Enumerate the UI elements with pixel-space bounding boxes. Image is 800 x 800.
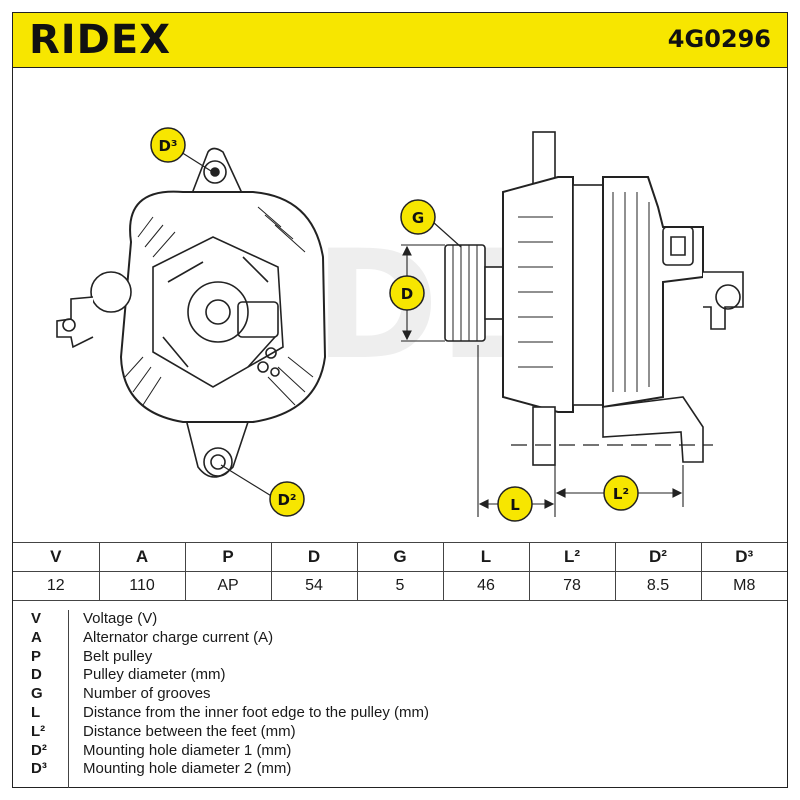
spec-value-l2: 78 bbox=[528, 571, 616, 601]
callout-g-label: G bbox=[412, 209, 424, 227]
spec-value-v: 12 bbox=[13, 571, 100, 601]
legend-text: Distance from the inner foot edge to the… bbox=[83, 703, 429, 721]
header-bar: RIDEX 4G0296 bbox=[13, 13, 787, 68]
callout-l2-badge bbox=[603, 475, 639, 511]
spec-header-p: P bbox=[184, 542, 272, 572]
callout-d2-label: D² bbox=[277, 491, 296, 509]
legend-symbol: L² bbox=[31, 722, 46, 740]
legend-item: P Belt pulley bbox=[13, 648, 787, 667]
datasheet: RIDEX 4G0296 RIDEX bbox=[12, 12, 788, 788]
spec-value-a: 110 bbox=[98, 571, 186, 601]
spec-header-l: L bbox=[442, 542, 530, 572]
spec-header-d3: D³ bbox=[700, 542, 787, 572]
callout-d-badge bbox=[389, 275, 425, 311]
technical-drawing: RIDEX bbox=[13, 67, 787, 542]
callout-g-badge bbox=[400, 199, 436, 235]
legend-text: Pulley diameter (mm) bbox=[83, 666, 226, 684]
callout-d3-badge bbox=[150, 127, 186, 163]
legend-symbol: A bbox=[31, 628, 42, 646]
spec-header-d: D bbox=[270, 542, 358, 572]
spec-header-v: V bbox=[13, 542, 100, 572]
legend-text: Alternator charge current (A) bbox=[83, 628, 274, 646]
spec-value-p: AP bbox=[184, 571, 272, 601]
callout-d2-badge bbox=[269, 481, 305, 517]
callout-l-label: L bbox=[510, 496, 520, 514]
legend-symbol: D² bbox=[31, 741, 47, 759]
alternator-drawing: RIDEX bbox=[56, 127, 744, 522]
legend-text: Voltage (V) bbox=[83, 610, 158, 627]
alternator-side-view bbox=[444, 131, 744, 466]
callout-l2-label: L² bbox=[613, 485, 629, 503]
legend-text: Distance between the feet (mm) bbox=[83, 722, 296, 740]
legend-item: L² Distance between the feet (mm) bbox=[13, 723, 787, 742]
legend-item: D² Mounting hole diameter 1 (mm) bbox=[13, 742, 787, 761]
legend-symbol: D bbox=[31, 666, 42, 684]
spec-value-d3: M8 bbox=[700, 571, 787, 601]
spec-table-header-row: V A P D G L L² D² D³ bbox=[13, 542, 787, 572]
spec-value-l: 46 bbox=[442, 571, 530, 601]
legend-item: A Alternator charge current (A) bbox=[13, 629, 787, 648]
legend-symbol: L bbox=[31, 703, 41, 721]
legend-text: Mounting hole diameter 1 (mm) bbox=[83, 741, 292, 759]
legend-item: G Number of grooves bbox=[13, 685, 787, 704]
alternator-front-view bbox=[56, 147, 327, 478]
legend-text: Mounting hole diameter 2 (mm) bbox=[83, 760, 292, 778]
legend-symbol: P bbox=[31, 647, 42, 665]
spec-table: V A P D G L L² D² D³ 12 110 AP 54 5 46 7… bbox=[13, 542, 787, 601]
part-number: 4G0296 bbox=[667, 25, 771, 53]
legend-item: V Voltage (V) bbox=[13, 610, 787, 629]
legend-text: Belt pulley bbox=[83, 647, 153, 665]
spec-header-d2: D² bbox=[614, 542, 702, 572]
legend-divider bbox=[68, 610, 69, 788]
spec-header-g: G bbox=[356, 542, 444, 572]
spec-header-l2: L² bbox=[528, 542, 616, 572]
spec-value-d2: 8.5 bbox=[614, 571, 702, 601]
legend-text: Number of grooves bbox=[83, 685, 211, 703]
legend-list: V Voltage (V) A Alternator charge curren… bbox=[13, 610, 787, 779]
legend-item: D Pulley diameter (mm) bbox=[13, 666, 787, 685]
legend-item: D³ Mounting hole diameter 2 (mm) bbox=[13, 760, 787, 779]
legend-symbol: G bbox=[31, 685, 43, 703]
callout-d-label: D bbox=[401, 285, 413, 303]
callout-l-badge bbox=[497, 486, 533, 522]
spec-value-g: 5 bbox=[356, 571, 444, 601]
legend-symbol: V bbox=[31, 610, 42, 627]
brand-logo: RIDEX bbox=[29, 17, 172, 63]
legend-symbol: D³ bbox=[31, 760, 47, 778]
legend-item: L Distance from the inner foot edge to t… bbox=[13, 704, 787, 723]
spec-value-d: 54 bbox=[270, 571, 358, 601]
spec-header-a: A bbox=[98, 542, 186, 572]
callout-d3-label: D³ bbox=[158, 137, 177, 155]
spec-table-value-row: 12 110 AP 54 5 46 78 8.5 M8 bbox=[13, 571, 787, 601]
